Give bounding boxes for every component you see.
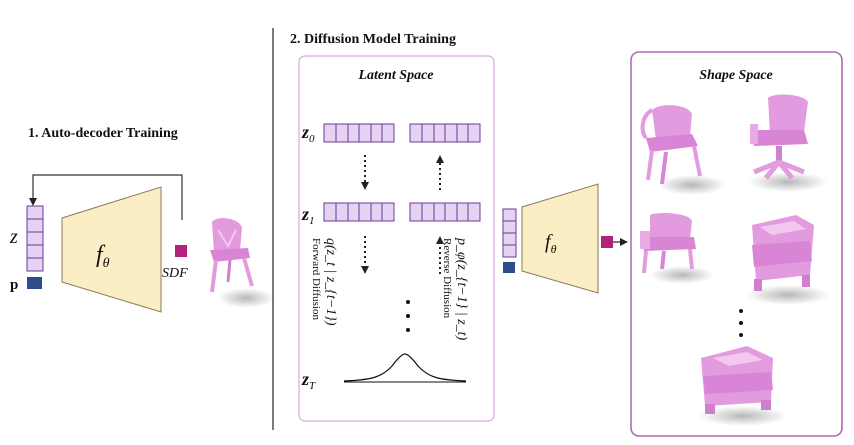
latent-vector-z1-right xyxy=(409,202,481,222)
decoder2-label: fθ xyxy=(545,231,557,256)
latent-vector-z0-right xyxy=(409,123,481,143)
forward-label: Forward Diffusion xyxy=(310,238,322,320)
feedback-arrow xyxy=(29,174,183,220)
reverse-formula: p_φ(z_{t−1} | z_t) xyxy=(454,237,469,341)
chair-shape-1 xyxy=(210,218,274,308)
chair-shape-6 xyxy=(699,346,787,426)
decoder-f-theta-2 xyxy=(521,183,599,294)
zT-label: zT xyxy=(301,369,316,392)
chair-shape-5 xyxy=(746,215,830,305)
section1-title: 1. Auto-decoder Training xyxy=(28,126,178,141)
point-p-marker xyxy=(27,277,42,289)
sdf-label: SDF xyxy=(162,266,188,281)
point-p-marker-2 xyxy=(503,262,515,273)
latent-vector-z1-left xyxy=(323,202,395,222)
shape-space-title: Shape Space xyxy=(699,68,773,83)
gaussian-curve xyxy=(343,353,467,382)
latent-ellipsis xyxy=(406,300,410,332)
shape-space-panel xyxy=(630,51,843,437)
forward-diffusion-group: q(z_t | z_{t−1}) Forward Diffusion xyxy=(310,238,338,326)
sdf-output-marker-2 xyxy=(601,236,613,248)
shape-ellipsis xyxy=(739,309,743,337)
chair-shape-4 xyxy=(640,213,714,284)
latent-space-title: Latent Space xyxy=(357,68,433,83)
p-label: p xyxy=(10,277,18,293)
reverse-label: Reverse Diffusion xyxy=(441,238,453,319)
chair-shape-2 xyxy=(640,105,726,195)
decoder-f-theta-1 xyxy=(61,186,162,313)
latent-vector-z-2 xyxy=(502,208,517,258)
z1-label: z1 xyxy=(301,204,315,227)
chair-shape-3 xyxy=(748,94,828,192)
sdf-output-marker xyxy=(175,245,187,257)
decoder1-label: fθ xyxy=(96,242,110,271)
z0-label: z0 xyxy=(301,122,315,145)
section2-title: 2. Diffusion Model Training xyxy=(290,32,456,47)
latent-vector-z xyxy=(26,205,44,272)
reverse-diffusion-group: p_φ(z_{t−1} | z_t) Reverse Diffusion xyxy=(441,237,469,341)
forward-formula: q(z_t | z_{t−1}) xyxy=(323,238,338,326)
z-label: z xyxy=(9,226,18,248)
latent-space-panel xyxy=(298,55,495,422)
latent-vector-z0-left xyxy=(323,123,395,143)
